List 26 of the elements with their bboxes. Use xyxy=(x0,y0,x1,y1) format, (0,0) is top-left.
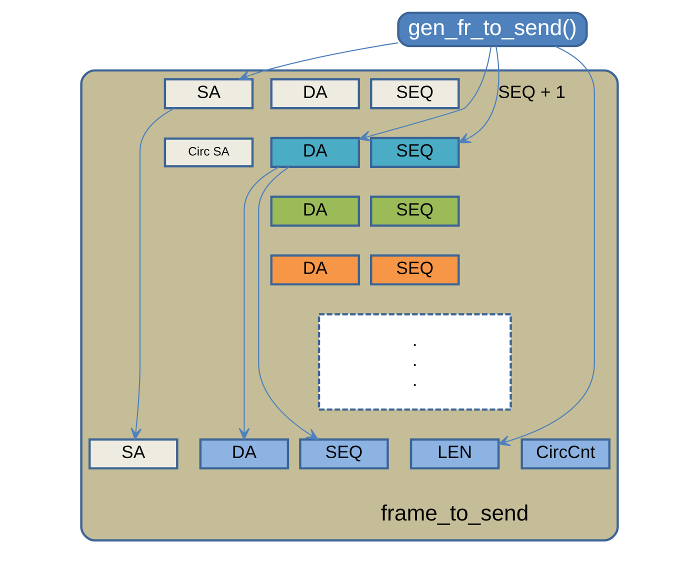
node-box: SEQ xyxy=(370,78,460,110)
arrow xyxy=(358,46,492,142)
arrow xyxy=(258,166,318,440)
node-box: DA xyxy=(270,196,360,227)
node-box: SA xyxy=(88,438,178,470)
node-box: SA xyxy=(164,78,254,110)
node-box: Circ SA xyxy=(164,137,254,168)
node-box: SEQ xyxy=(370,196,460,227)
node-box: SEQ xyxy=(370,136,460,168)
node-box: DA xyxy=(199,438,290,470)
node-box: . . . xyxy=(318,313,512,411)
node-box: SEQ xyxy=(370,254,460,286)
arrow xyxy=(498,46,595,446)
arrow xyxy=(238,166,280,440)
node-box: gen_fr_to_send() xyxy=(397,12,588,48)
node-box: CircCnt xyxy=(520,438,610,470)
arrow xyxy=(130,108,175,440)
node-box: SEQ xyxy=(299,438,389,470)
node-box: LEN xyxy=(410,438,500,470)
node-box: DA xyxy=(270,78,360,110)
node-box: DA xyxy=(270,254,360,286)
arrow xyxy=(458,46,500,144)
arrow xyxy=(238,42,398,81)
edge-label: SEQ + 1 xyxy=(498,82,566,102)
label: frame_to_send xyxy=(380,500,529,526)
node-box: DA xyxy=(270,136,360,168)
